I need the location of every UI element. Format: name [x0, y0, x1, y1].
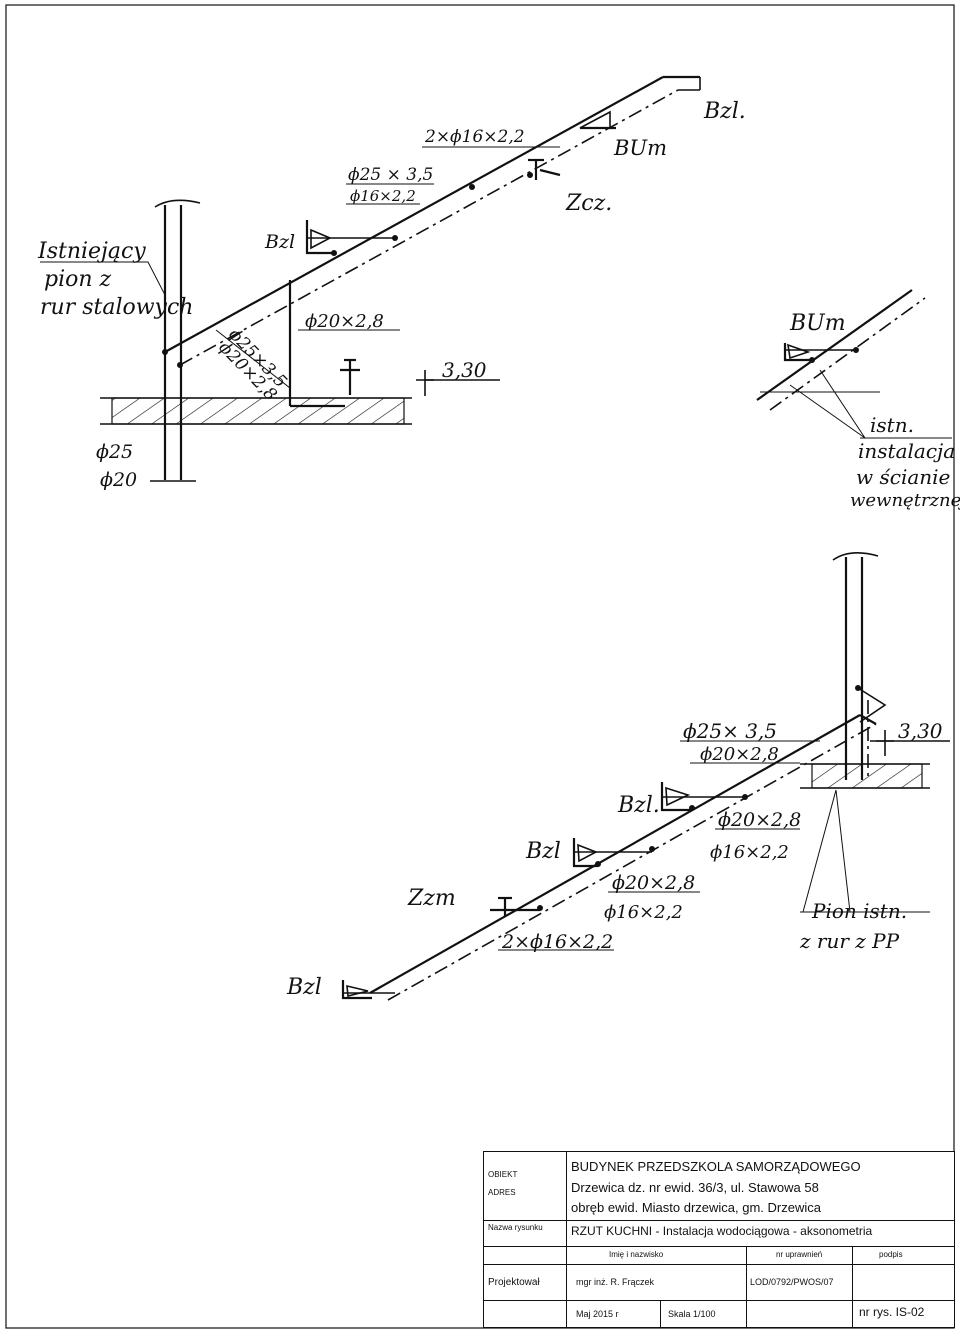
floor-slab-lower — [811, 763, 923, 789]
lower-dim-pair: 2×ϕ16×2,2 — [501, 931, 613, 953]
tb-projektowal-label: Projektował — [488, 1277, 540, 1288]
lower-label-zzm: Zzm — [407, 886, 456, 911]
existing-riser-note-1: Istniejący — [37, 239, 146, 264]
lower-dim-low-2: ϕ16×2,2 — [604, 902, 683, 923]
tb-footer-row: Maj 2015 r Skala 1/100 nr rys. IS-02 — [484, 1300, 954, 1327]
tb-drawing-no: nr rys. IS-02 — [859, 1305, 925, 1319]
level-upper: 3,30 — [442, 358, 487, 382]
floor-slab-upper — [111, 397, 405, 425]
pipe-lower-a — [369, 714, 861, 994]
existing-riser-note-2: pion z — [44, 267, 112, 292]
tb-designer-row: Projektował mgr inż. R. Frączek LOD/0792… — [484, 1264, 954, 1301]
tb-designer: mgr inż. R. Frączek — [576, 1277, 655, 1287]
pipe-diagonal-a — [164, 76, 664, 353]
right-note-4: wewnętrznej — [850, 490, 960, 511]
tb-name-row: Nazwa rysunku RZUT KUCHNI - Instalacja w… — [484, 1220, 954, 1247]
lower-axonometric — [341, 552, 950, 1001]
label-bzl-left: Bzl — [264, 231, 295, 253]
lower-label-bzl-1: Bzl. — [617, 793, 660, 818]
pipe-diagonal-b — [179, 89, 679, 366]
title-block: OBIEKT ADRES BUDYNEK PRZEDSZKOLA SAMORZĄ… — [483, 1151, 955, 1328]
lower-riser-note-2: z rur z PP — [799, 929, 900, 953]
lower-dim-top-2: ϕ20×2,8 — [700, 744, 779, 765]
branch-pair-mid1: ϕ25 × 3,5 — [348, 165, 433, 185]
tb-adres-value-1: Drzewica dz. nr ewid. 36/3, ul. Stawowa … — [571, 1180, 819, 1195]
right-note-2: instalacja — [858, 439, 955, 463]
branch-pair-mid2: ϕ16×2,2 — [350, 187, 416, 205]
lower-dim-mid-1: ϕ20×2,8 — [718, 809, 801, 831]
tb-license: LOD/0792/PWOS/07 — [750, 1277, 834, 1287]
lower-level: 3,30 — [898, 719, 943, 743]
tb-scale: Skala 1/100 — [668, 1309, 716, 1319]
tb-nazwa-label: Nazwa rysunku — [488, 1223, 543, 1232]
sheet-frame — [5, 4, 955, 1329]
lower-label-bzl-2: Bzl — [525, 839, 561, 864]
right-note-3: w ścianie — [856, 465, 950, 489]
tb-date: Maj 2015 r — [576, 1309, 619, 1319]
lower-dim-low-1: ϕ20×2,8 — [612, 872, 695, 894]
lower-dim-top-1: ϕ25× 3,5 — [683, 719, 777, 743]
right-detail — [756, 289, 952, 439]
tb-obiekt-label: OBIEKT — [488, 1170, 518, 1179]
riser-dim-top: ϕ25 — [96, 441, 133, 463]
tb-col-sign: podpis — [879, 1250, 903, 1259]
tb-nazwa-value: RZUT KUCHNI - Instalacja wodociągowa - a… — [571, 1224, 873, 1238]
riser-dim-bottom: ϕ20 — [100, 469, 137, 491]
lower-label-bzl-3: Bzl — [286, 975, 322, 1000]
label-zcz: Zcz. — [565, 191, 612, 216]
tb-col-name: Imię i nazwisko — [609, 1250, 664, 1259]
label-bum-right: BUm — [789, 311, 846, 336]
tb-col-license: nr uprawnień — [776, 1250, 823, 1259]
lower-riser-note-1: Pion istn. — [811, 899, 907, 923]
right-note-1: istn. — [870, 413, 914, 437]
label-bzl-top: Bzl. — [703, 99, 746, 124]
label-bum-upper: BUm — [613, 136, 667, 160]
tb-columns-row: Imię i nazwisko nr uprawnień podpis — [484, 1246, 954, 1265]
upper-axonometric — [40, 75, 701, 482]
lower-dim-mid-2: ϕ16×2,2 — [710, 842, 789, 863]
tb-adres-value-2: obręb ewid. Miasto drzewica, gm. Drzewic… — [571, 1200, 821, 1215]
tb-adres-label: ADRES — [488, 1188, 516, 1197]
existing-riser-note-3: rur stalowych — [40, 295, 193, 320]
vertical-dim-label: ϕ20×2,8 — [305, 311, 384, 332]
tb-obiekt-value: BUDYNEK PRZEDSZKOLA SAMORZĄDOWEGO — [571, 1159, 861, 1174]
pipe-lower-b — [387, 723, 877, 1001]
tb-object-row: OBIEKT ADRES BUDYNEK PRZEDSZKOLA SAMORZĄ… — [484, 1152, 954, 1221]
branch-pair-top: 2×ϕ16×2,2 — [424, 127, 525, 147]
